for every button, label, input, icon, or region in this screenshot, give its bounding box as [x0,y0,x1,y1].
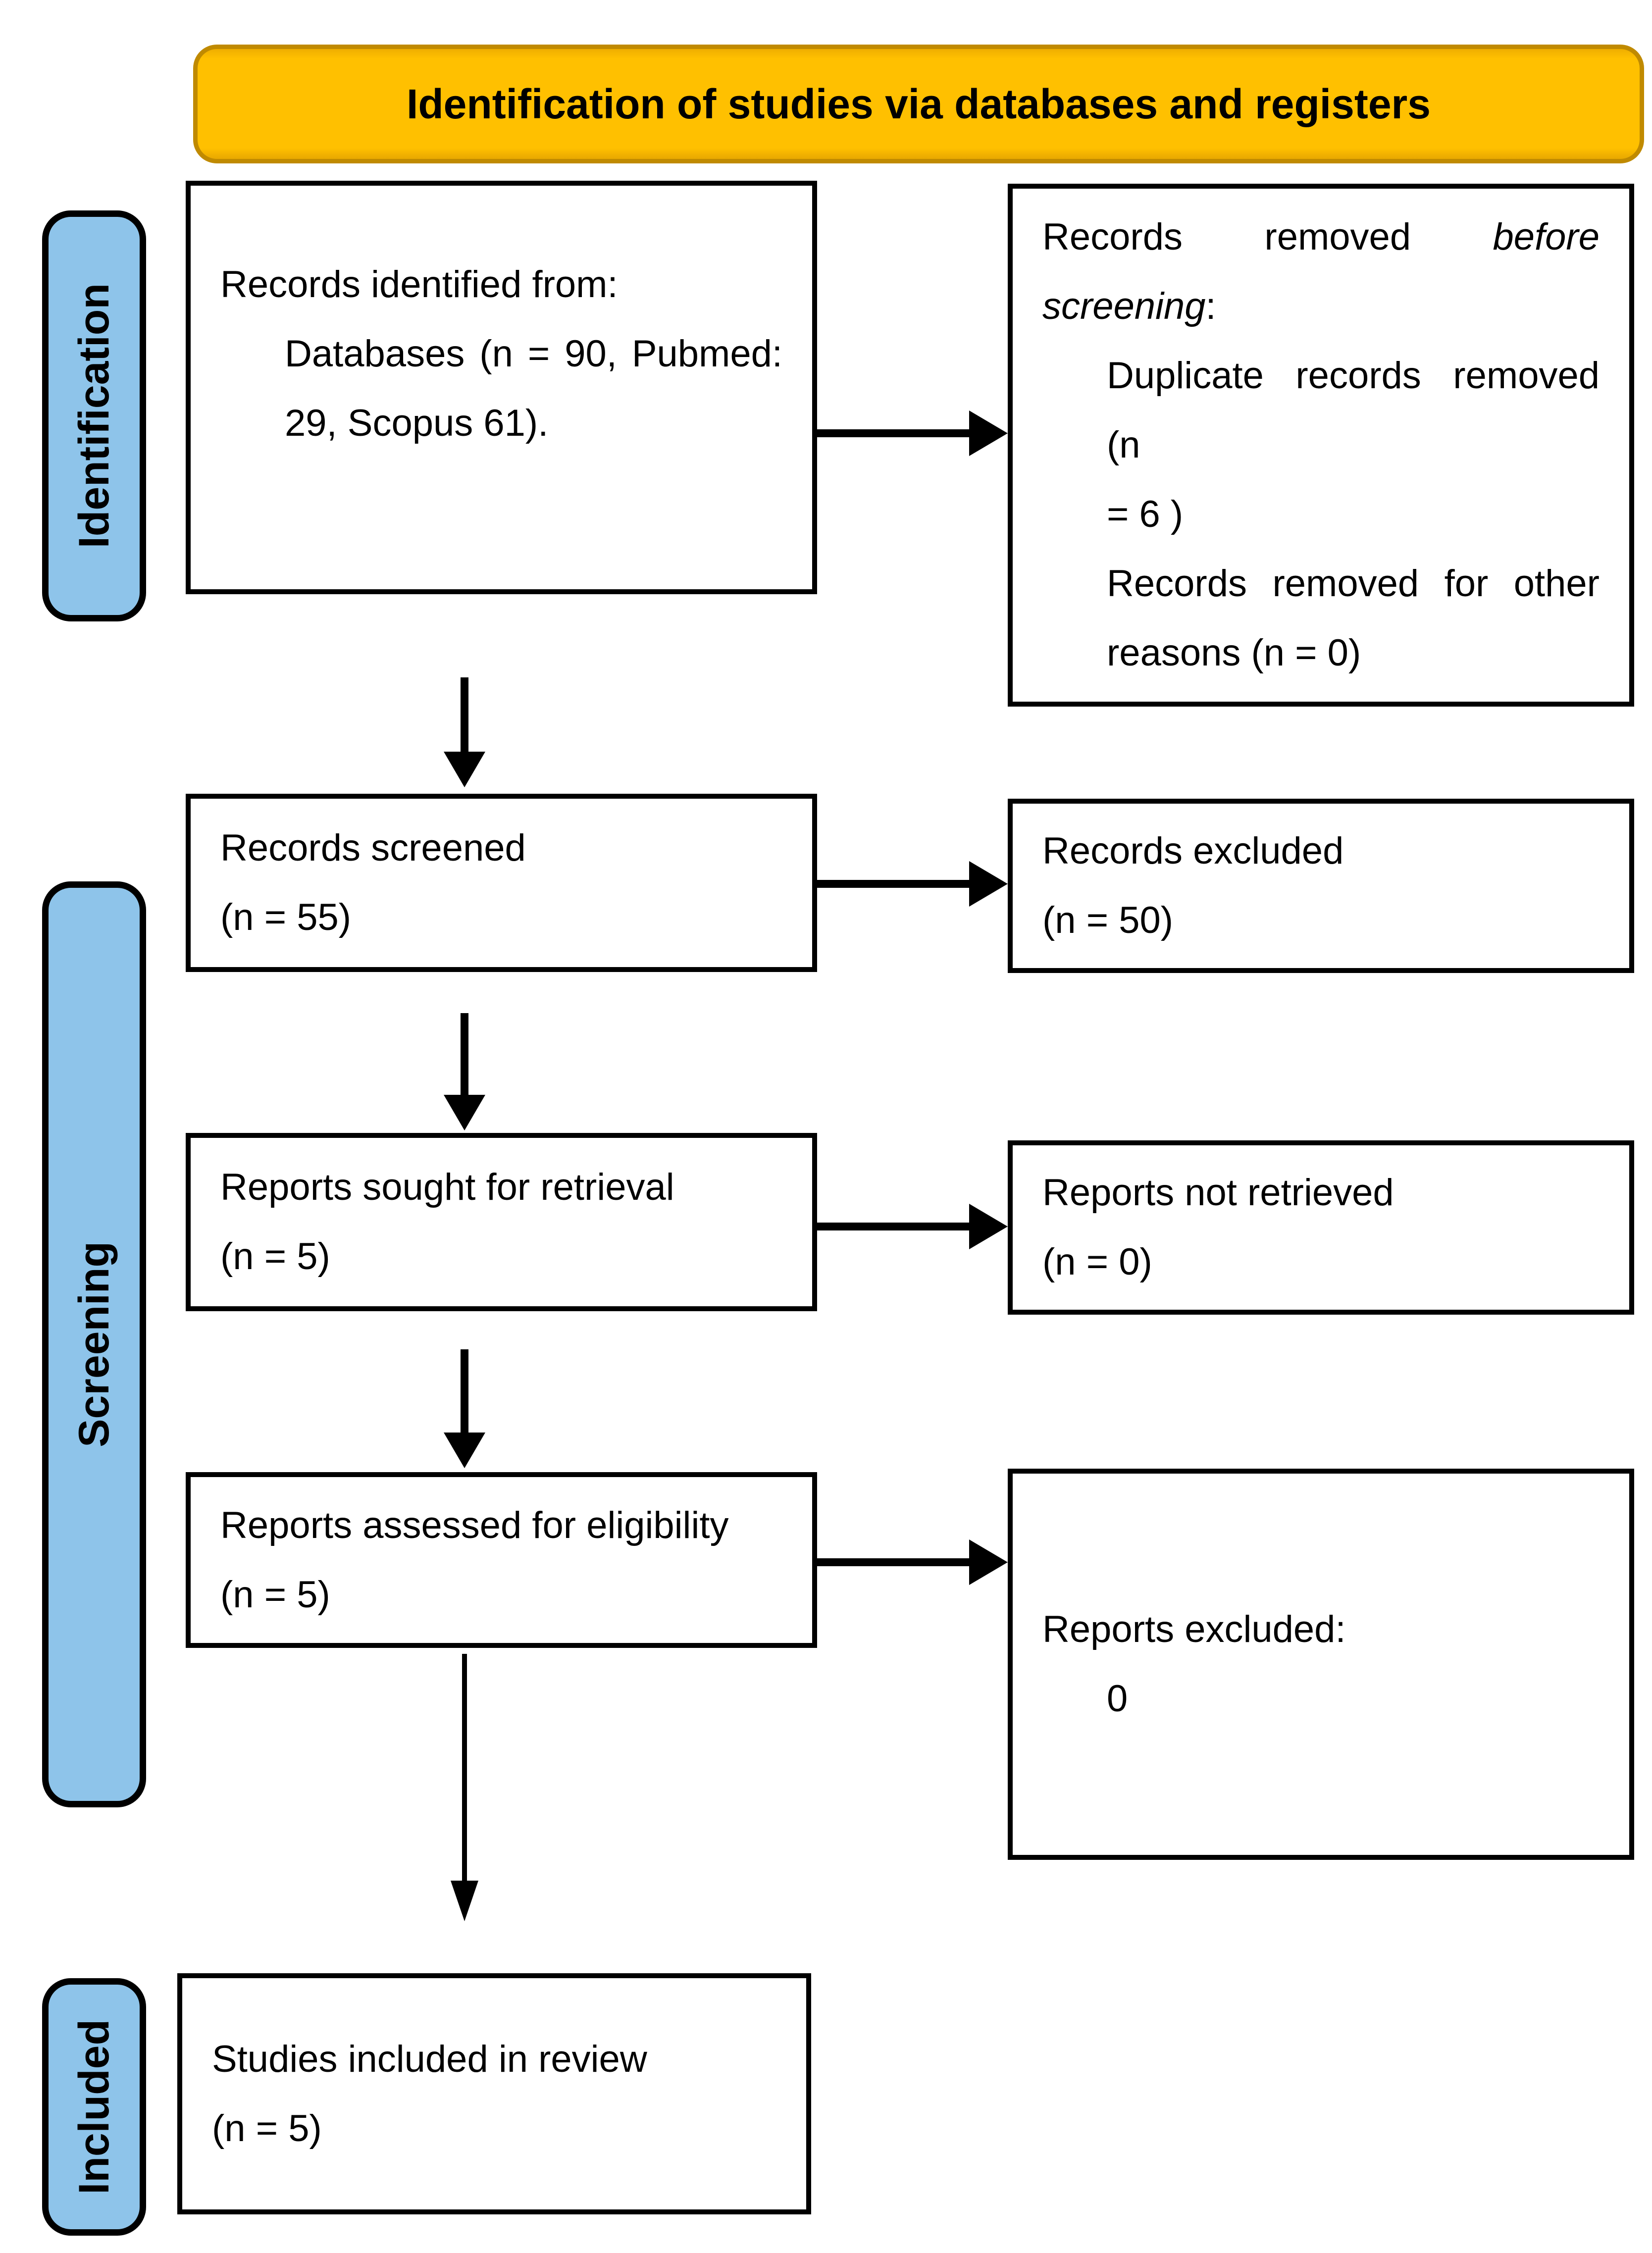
arrow-stem [461,677,468,754]
studies-included-count: (n = 5) [212,2107,322,2150]
arrow-head-down-icon [444,752,485,787]
arrow-stem [462,1654,467,1884]
box-reports-sought-for-retrieval: Reports sought for retrieval (n = 5) [186,1133,817,1311]
arrow-head-right-icon [969,1204,1008,1249]
records-screened-label: Records screened [220,827,526,869]
box-studies-included-in-review: Studies included in review (n = 5) [177,1973,811,2214]
arrow-stem [461,1349,468,1435]
arrow-head-down-icon [444,1095,485,1130]
stage-label-screening: Screening [42,881,146,1807]
arrow-stem [817,880,973,888]
arrow-stem [817,1558,973,1566]
stage-label-identification-text: Identification [70,283,118,549]
arrow-assessed-to-excluded [817,1539,1008,1585]
records-excluded-count: (n = 50) [1042,899,1174,941]
arrow-head-down-icon [451,1881,478,1921]
arrow-screened-to-excluded [817,861,1008,907]
arrow-screened-to-sought [444,1013,485,1130]
records-removed-other-line1: Records removed for other [1107,563,1600,605]
arrow-head-right-icon [969,861,1008,907]
arrow-identified-to-removed [817,410,1008,456]
arrow-head-right-icon [969,410,1008,456]
box-reports-assessed-for-eligibility: Reports assessed for eligibility (n = 5) [186,1472,817,1648]
reports-sought-count: (n = 5) [220,1235,330,1278]
arrow-identified-to-screened [444,677,485,787]
stage-label-included: Included [42,1978,146,2236]
duplicate-records-removed-line1: Duplicate records removed (n [1107,355,1600,466]
records-identified-item-line2: 29, Scopus 61). [285,402,549,444]
diagram-title-banner: Identification of studies via databases … [193,45,1644,163]
box-records-identified: Records identified from: Databases (n = … [186,181,817,594]
arrow-assessed-to-included [450,1654,479,1921]
box-records-screened: Records screened (n = 55) [186,794,817,972]
box-reports-excluded: Reports excluded: 0 [1008,1469,1634,1860]
reports-excluded-heading: Reports excluded: [1042,1608,1346,1650]
reports-assessed-count: (n = 5) [220,1573,330,1616]
reports-excluded-count: 0 [1107,1678,1128,1720]
arrow-head-right-icon [969,1539,1008,1585]
box-records-removed-before-screening: Records removed before screening: Duplic… [1008,184,1634,707]
stage-label-included-text: Included [70,2019,118,2195]
arrow-stem [461,1013,468,1097]
arrow-sought-to-not-retrieved [817,1204,1008,1249]
reports-sought-label: Reports sought for retrieval [220,1166,674,1208]
records-identified-item-line1: Databases (n = 90, Pubmed: [285,333,782,375]
arrow-stem [817,429,973,437]
reports-not-retrieved-count: (n = 0) [1042,1241,1152,1283]
reports-not-retrieved-label: Reports not retrieved [1042,1172,1394,1214]
records-removed-heading-line2: screening: [1042,285,1216,327]
arrow-head-down-icon [444,1433,485,1468]
arrow-sought-to-assessed [444,1349,485,1468]
box-reports-not-retrieved: Reports not retrieved (n = 0) [1008,1140,1634,1315]
stage-label-screening-text: Screening [70,1241,118,1447]
records-removed-heading-line1: Records removed before [1042,216,1600,258]
records-excluded-label: Records excluded [1042,830,1344,872]
duplicate-records-removed-line2: = 6 ) [1107,493,1184,535]
records-screened-count: (n = 55) [220,896,352,938]
diagram-title: Identification of studies via databases … [407,80,1431,127]
records-removed-other-line2: reasons (n = 0) [1107,632,1361,674]
studies-included-label: Studies included in review [212,2038,647,2080]
stage-label-identification: Identification [42,210,146,621]
records-identified-heading: Records identified from: [220,263,618,306]
arrow-stem [817,1223,973,1230]
box-records-excluded: Records excluded (n = 50) [1008,799,1634,973]
reports-assessed-label: Reports assessed for eligibility [220,1504,729,1546]
